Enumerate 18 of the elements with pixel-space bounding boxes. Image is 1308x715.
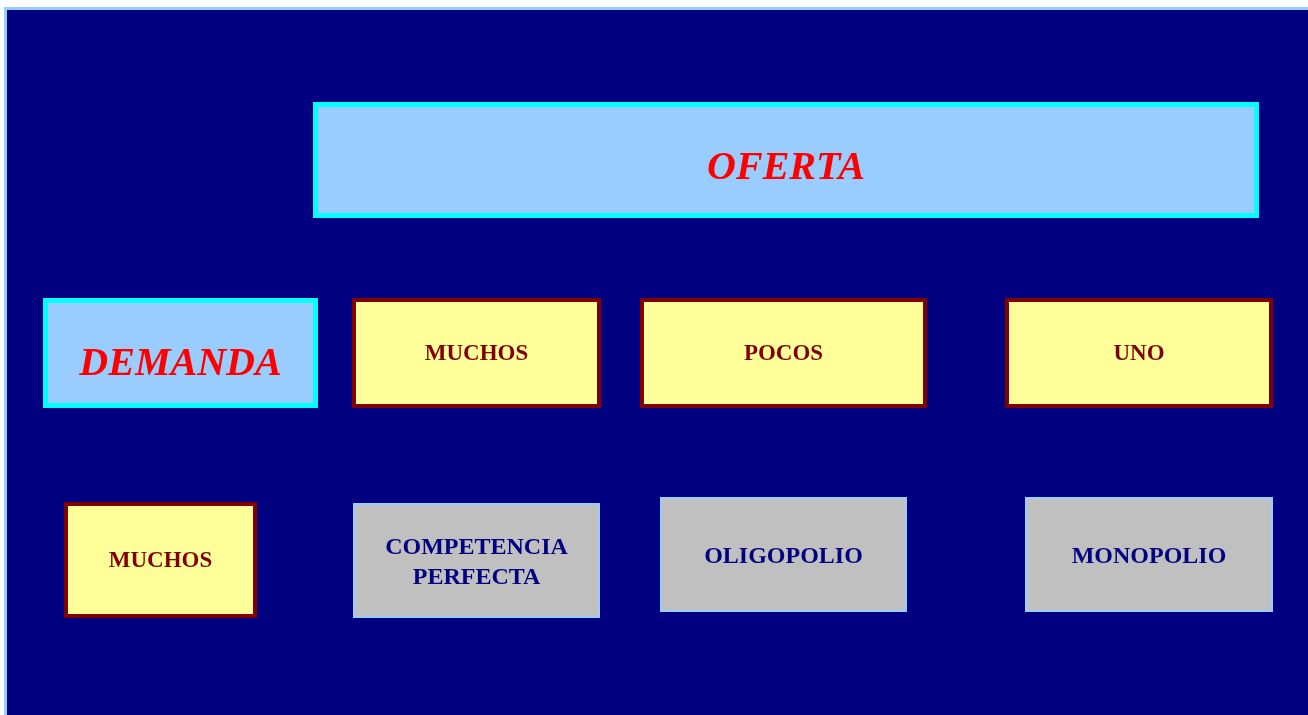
- box-label: UNO: [1113, 340, 1165, 366]
- result-box: [353, 503, 600, 618]
- option-box: [640, 298, 927, 408]
- box-label: MONOPOLIO: [1071, 540, 1227, 570]
- box-label: DEMANDA: [79, 337, 282, 385]
- result-box: [660, 497, 907, 612]
- heading-box: [313, 102, 1259, 218]
- box-label: COMPETENCIA PERFECTA: [384, 531, 569, 591]
- option-box: [352, 298, 601, 408]
- heading-box: [43, 298, 318, 408]
- result-box: [1025, 497, 1273, 612]
- option-box: [64, 502, 257, 618]
- box-label: MUCHOS: [108, 547, 213, 573]
- box-label: OFERTA: [707, 141, 865, 189]
- box-label: OLIGOPOLIO: [704, 540, 863, 570]
- box-label: POCOS: [743, 340, 824, 366]
- box-label: MUCHOS: [424, 340, 529, 366]
- option-box: [1005, 298, 1273, 408]
